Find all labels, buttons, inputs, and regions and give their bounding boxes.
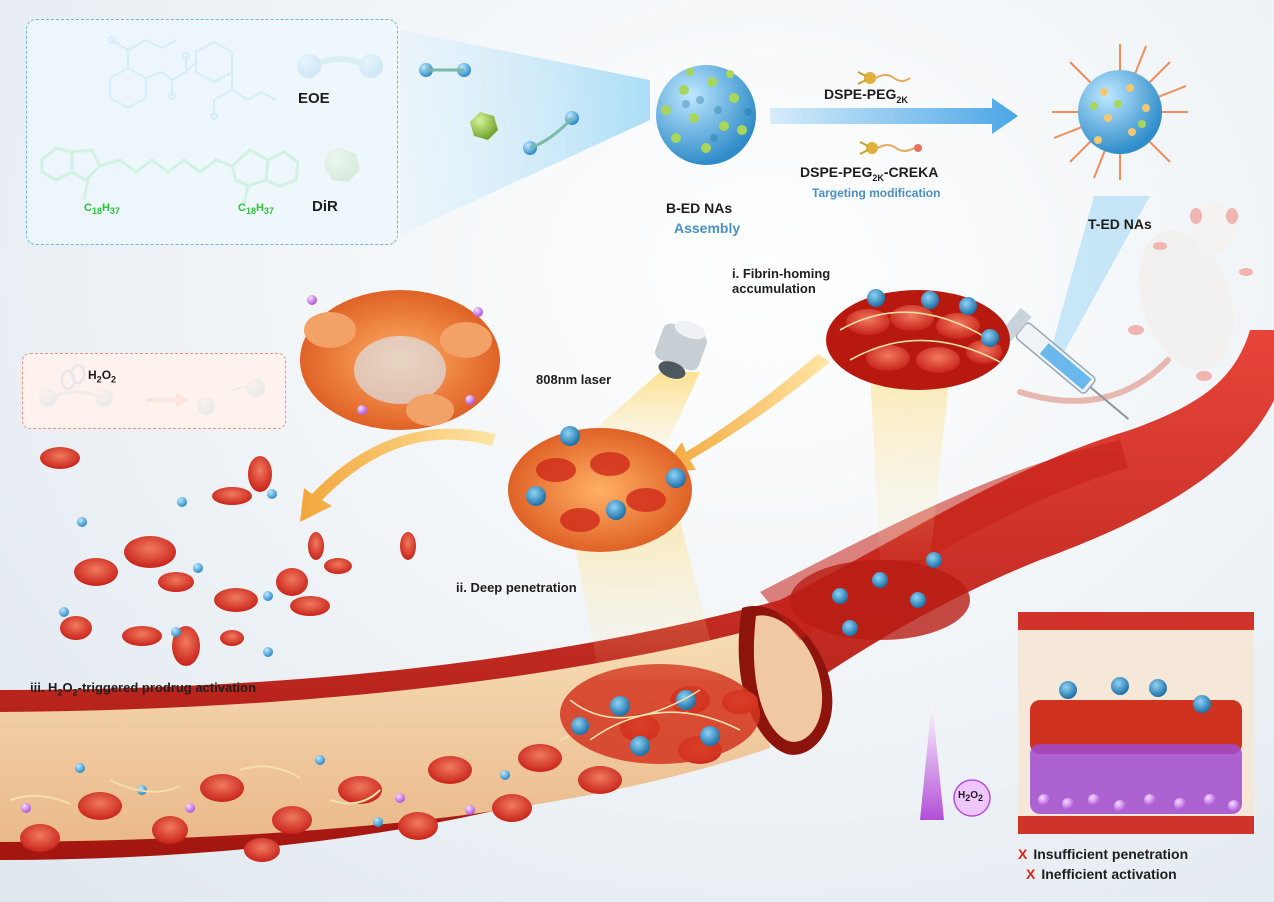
dspe-peg-label: DSPE-PEG2K [824, 86, 908, 105]
h2o2-panel-label: H2O2 [88, 368, 117, 385]
exploding-thrombus-icon [300, 290, 500, 430]
bed-nanoparticle-icon [656, 65, 756, 165]
injection-beam [1052, 196, 1150, 352]
cross-icon: X [1026, 866, 1036, 882]
h2o2-gradient-icon [920, 700, 944, 820]
eoe-label: EOE [298, 90, 330, 107]
dispersed-nanoparticles [59, 489, 277, 657]
assembly-beam [400, 30, 650, 235]
assembly-flying-particles [419, 63, 579, 155]
dir-left-chain: C18H37 [84, 202, 120, 217]
components-panel [26, 19, 398, 245]
assembly-label: Assembly [674, 220, 741, 236]
ted-nas-label: T-ED NAs [1088, 216, 1152, 232]
targeting-label: Targeting modification [812, 186, 941, 200]
dispersed-blood-cells [40, 447, 416, 666]
dir-label: DiR [312, 198, 338, 215]
vessel-thrombus-icon [560, 664, 760, 764]
ted-nanoparticle-icon [1052, 44, 1188, 180]
laser-label: 808nm laser [536, 372, 612, 387]
vessel-blood-cells [20, 686, 758, 862]
comparison-inset [1018, 612, 1254, 834]
dspe-creka-label: DSPE-PEG2K-CREKA [800, 164, 939, 183]
h2o2-bubble-icon [953, 779, 991, 817]
cross-icon: X [1018, 846, 1028, 862]
h2o2-bubble-label: H2O2 [958, 790, 984, 803]
penetration-glow-2 [570, 520, 720, 680]
bed-nas-label: B-ED NAs [666, 200, 733, 216]
vessel-nanoparticles [21, 755, 510, 827]
heated-thrombus-icon [508, 426, 692, 552]
thrombus-icon [826, 289, 1010, 390]
dir-right-chain: C18H37 [238, 202, 274, 217]
dspe-peg-lipid-icon [857, 71, 911, 85]
activation-label: iii. H2O2-triggered prodrug activation [30, 680, 257, 698]
dspe-creka-lipid-icon [859, 141, 922, 155]
modification-arrow [770, 98, 1018, 134]
penetration-to-activation-arrow [300, 428, 496, 522]
vessel-section-thrombus [790, 552, 970, 640]
activation-mechanism-panel [22, 353, 286, 429]
deep-penetration-label: ii. Deep penetration [456, 580, 577, 595]
penetration-glow-1 [870, 372, 950, 560]
fibrin-to-penetration-arrow [660, 354, 830, 472]
